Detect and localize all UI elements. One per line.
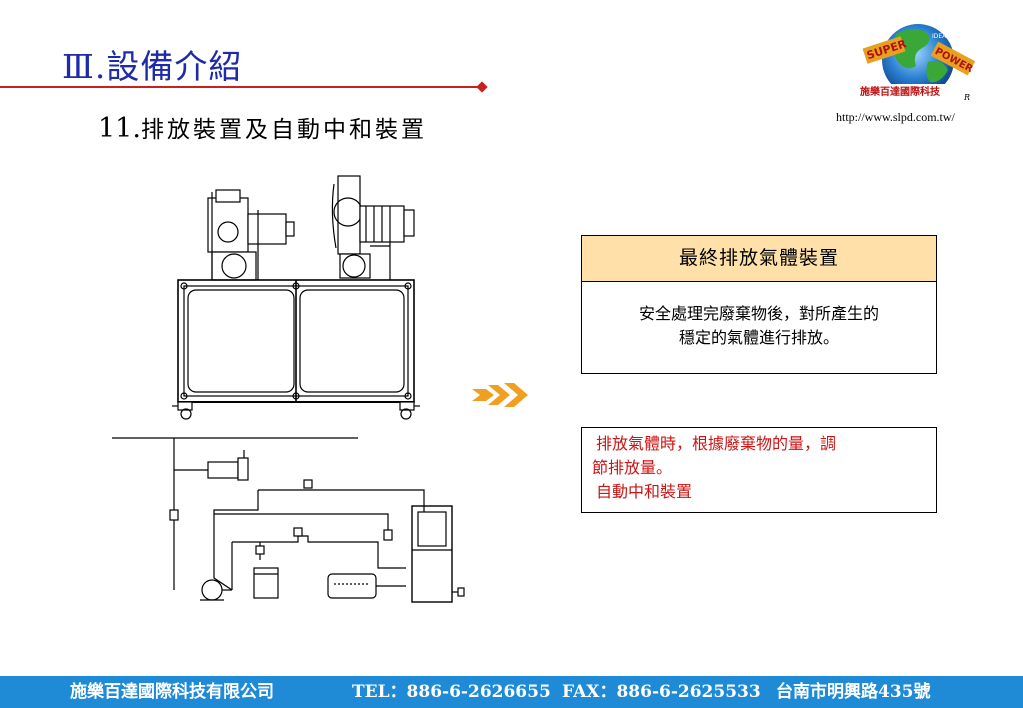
box-description-line-1: 安全處理完廢棄物後，對所產生的	[638, 304, 879, 323]
subtitle-text: 排放裝置及自動中和裝置	[140, 117, 427, 143]
title-underline-end	[476, 81, 488, 93]
note-line-2: 節排放量。	[592, 458, 673, 477]
website-url[interactable]: http://www.slpd.com.tw/	[836, 110, 955, 124]
piping-system	[169, 438, 465, 603]
note-line-1: 排放氣體時，根據廢棄物的量，調	[596, 434, 837, 453]
subtitle-number: 11.	[98, 113, 141, 144]
triple-chevron-right-icon	[472, 383, 528, 407]
logo-text-idea: IDEA	[932, 33, 947, 40]
globe-logo-icon: SUPER POWER IDEA 施樂百達國際科技 R	[858, 24, 976, 102]
footer-tel: TEL：886-6-2626655	[352, 682, 551, 702]
frame-structure	[172, 279, 420, 420]
equipment-drawing	[112, 175, 465, 603]
box-heading: 最終排放氣體裝置	[582, 236, 936, 282]
blower-right-icon	[331, 175, 415, 280]
footer-bar: 施樂百達國際科技有限公司 TEL：886-6-2626655 FAX：886-6…	[0, 676, 1023, 708]
note-line-3: 自動中和裝置	[596, 482, 693, 501]
page-title: Ⅲ.設備介紹	[62, 47, 243, 86]
section-subtitle: 11.排放裝置及自動中和裝置	[98, 110, 427, 144]
logo-mark: R	[963, 93, 970, 102]
title-underline	[0, 86, 482, 88]
logo-company-cn: 施樂百達國際科技	[860, 85, 941, 98]
final-exhaust-device-box: 最終排放氣體裝置 安全處理完廢棄物後，對所產生的 穩定的氣體進行排放。	[581, 235, 937, 374]
footer-address: 台南市明興路435號	[776, 682, 931, 702]
box-description-line-2: 穩定的氣體進行排放。	[678, 328, 839, 347]
exhaust-note-box: 排放氣體時，根據廢棄物的量，調 節排放量。 自動中和裝置	[581, 427, 937, 513]
footer-fax: FAX：886-6-2625533	[562, 682, 761, 702]
footer-company: 施樂百達國際科技有限公司	[70, 682, 274, 702]
blower-left-icon	[207, 189, 295, 281]
box-description: 安全處理完廢棄物後，對所產生的 穩定的氣體進行排放。	[582, 282, 936, 350]
